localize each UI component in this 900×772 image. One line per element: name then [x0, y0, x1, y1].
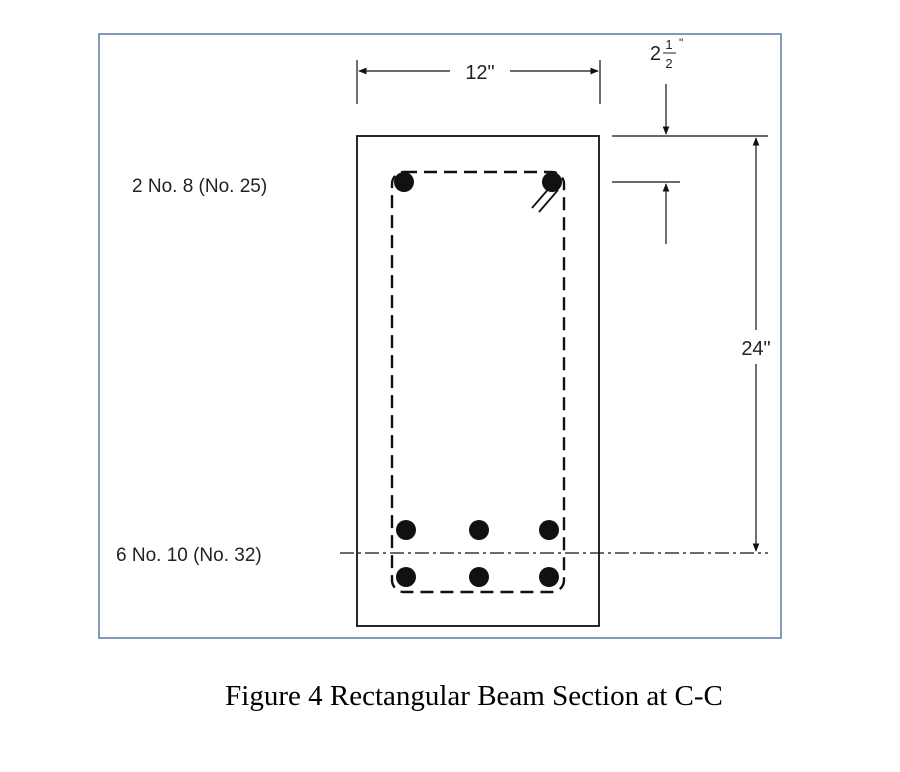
depth-dimension: 24"	[741, 137, 771, 552]
rebar	[469, 567, 489, 587]
cover-denominator: 2	[665, 56, 672, 71]
cover-dimension: 2 1 2 "	[612, 36, 768, 244]
rebar	[396, 520, 416, 540]
bottom-bars-label: 6 No. 10 (No. 32)	[116, 545, 262, 566]
rebar	[542, 172, 562, 192]
cover-whole: 2	[650, 43, 661, 65]
rebar	[539, 567, 559, 587]
rebar	[539, 520, 559, 540]
bottom-bars	[396, 520, 559, 587]
cover-numerator: 1	[665, 37, 672, 52]
stirrup	[390, 170, 566, 594]
top-bars	[394, 172, 562, 192]
rebar	[469, 520, 489, 540]
top-bars-label: 2 No. 8 (No. 25)	[132, 176, 267, 197]
depth-label: 24"	[741, 338, 770, 360]
figure-frame	[98, 33, 782, 639]
beam-section-outline	[356, 135, 600, 627]
rebar	[394, 172, 414, 192]
rebar	[396, 567, 416, 587]
width-dimension: 12"	[356, 60, 601, 104]
figure-caption: Figure 4 Rectangular Beam Section at C-C	[225, 680, 723, 712]
cover-unit: "	[679, 36, 683, 50]
width-label: 12"	[465, 62, 494, 84]
